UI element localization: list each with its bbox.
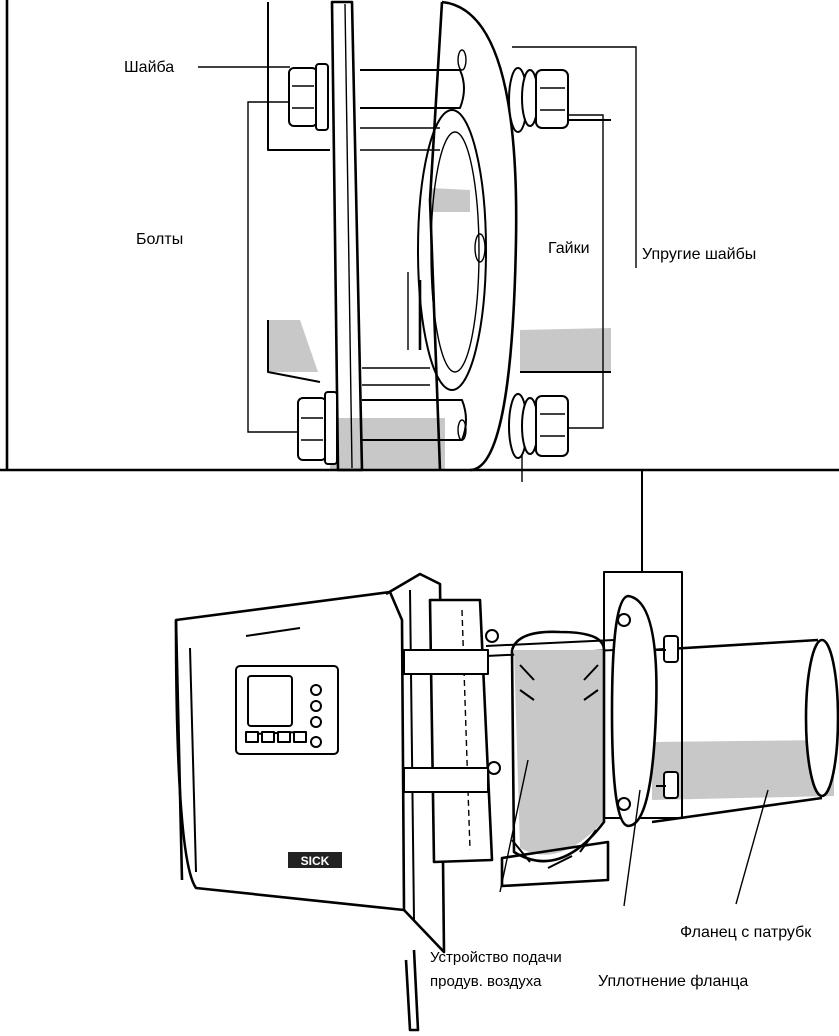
detail-view xyxy=(0,0,839,482)
label-nuts: Гайки xyxy=(548,240,590,257)
spring-washers-leader xyxy=(512,46,637,268)
label-flange-with-tube: Фланец с патрубк xyxy=(680,924,812,941)
overview-assembly: SICK xyxy=(174,571,839,1032)
lower-left-bolt-head xyxy=(297,391,338,465)
overview-flange xyxy=(610,594,658,828)
upper-left-bolt-head xyxy=(288,63,329,131)
purge-air-unit xyxy=(500,630,610,888)
nuts-leader xyxy=(568,114,604,429)
lower-right-nut xyxy=(508,393,569,459)
flange-seal-leader xyxy=(623,789,641,907)
right-flange-bore xyxy=(417,109,487,391)
keypad-button-enter xyxy=(310,736,322,748)
analyzer-housing: SICK xyxy=(174,572,501,1032)
svg-text:SICK: SICK xyxy=(301,854,330,868)
keypad-button-up xyxy=(310,684,322,696)
label-purge-air-unit-line2: продув. воздуха xyxy=(430,973,542,990)
label-purge-air-unit-line1: Устройство подачи xyxy=(430,949,562,966)
upper-right-nut xyxy=(508,67,569,133)
label-spring-washers: Упругие шайбы xyxy=(642,246,756,263)
pipe-end xyxy=(804,638,839,798)
label-washer: Шайба xyxy=(124,59,174,76)
upper-bolt-shaft xyxy=(360,69,465,109)
right-flange-outer xyxy=(441,0,518,472)
label-flange-seal: Уплотнение фланца xyxy=(598,973,748,990)
flange-tube-leader xyxy=(735,789,769,905)
display-screen xyxy=(247,675,293,727)
sick-logo: SICK xyxy=(288,852,342,868)
purge-air-leader xyxy=(499,759,529,893)
keypad-button-down xyxy=(310,716,322,728)
bolts-leader xyxy=(247,101,298,433)
keypad-button-middle xyxy=(310,700,322,712)
label-bolts: Болты xyxy=(136,231,183,248)
